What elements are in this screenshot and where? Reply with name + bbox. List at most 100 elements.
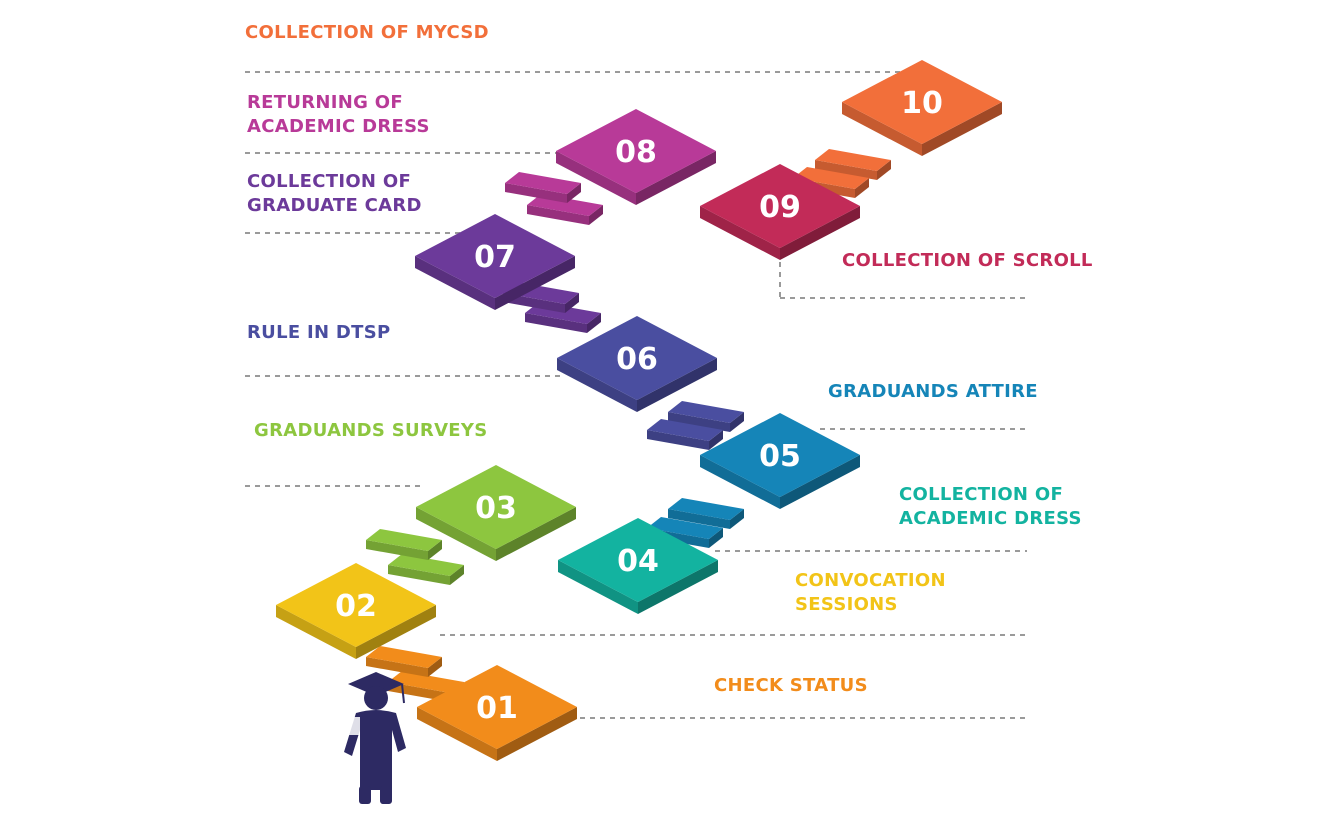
step-07-tile: 07	[415, 214, 575, 310]
step-06-tile-side-right	[637, 358, 717, 412]
connector-step-side-right	[877, 160, 891, 180]
connector-step-side-right	[730, 412, 744, 432]
connector-step	[647, 419, 723, 450]
connector-step-side-left	[366, 657, 428, 677]
step-01-number: 01	[476, 691, 518, 726]
connector-step-top	[668, 498, 744, 520]
step-06-tile-top	[557, 316, 717, 400]
connector-step-side-right	[709, 430, 723, 450]
connector-step-side-right	[587, 313, 601, 333]
step-08-label-line2: ACADEMIC DRESS	[247, 116, 430, 137]
step-04-tile-top	[558, 518, 718, 602]
step-06-label-line1: RULE IN DTSP	[247, 322, 391, 343]
step-07-number: 07	[474, 240, 516, 275]
connector-step-side-right	[567, 183, 581, 203]
connector-step-top	[647, 419, 723, 441]
step-08-tile-side-left	[556, 151, 636, 205]
step-04-tile-side-right	[638, 560, 718, 614]
connector-step-side-right	[450, 565, 464, 585]
step-09-number: 09	[759, 190, 801, 225]
step-08-number: 08	[615, 135, 657, 170]
step-08-label: RETURNING OF ACADEMIC DRESS	[247, 91, 430, 139]
step-07-label: COLLECTION OF GRADUATE CARD	[247, 170, 422, 218]
step-09-tile-side-right	[780, 206, 860, 260]
step-02-tile: 02	[276, 563, 436, 659]
step-05-number: 05	[759, 439, 801, 474]
guide-lines	[245, 71, 1027, 719]
step-07-tile-side-left	[415, 256, 495, 310]
step-06-number: 06	[616, 342, 658, 377]
connector-step-side-left	[527, 205, 589, 225]
step-10-number: 10	[901, 86, 943, 121]
connector-step	[668, 401, 744, 432]
step-05-tile-top	[700, 413, 860, 497]
connector-step-side-right	[709, 528, 723, 548]
step-09-tile-side-left	[700, 206, 780, 260]
connector-step-top	[815, 149, 891, 171]
connector-step-side-right	[855, 178, 869, 198]
step-07-tile-top	[415, 214, 575, 298]
connector-step-top	[366, 529, 442, 551]
step-07-label-line2: GRADUATE CARD	[247, 195, 422, 216]
connector-step-top	[388, 671, 464, 693]
connector-step-side-left	[388, 682, 450, 702]
step-10-label-line1: COLLECTION OF MYCSD	[245, 22, 489, 43]
diploma-icon	[346, 717, 360, 735]
step-02-number: 02	[335, 589, 377, 624]
step-06-tile: 06	[557, 316, 717, 412]
connector-step-side-left	[815, 160, 877, 180]
connector-step	[366, 529, 442, 560]
step-05-label-line1: GRADUANDS ATTIRE	[828, 381, 1038, 402]
connector-step-top	[505, 172, 581, 194]
step-04-number: 04	[617, 544, 659, 579]
step-06-tile-side-left	[557, 358, 637, 412]
leg-icon	[380, 786, 392, 804]
step-03-tile-side-right	[496, 507, 576, 561]
step-05-label: GRADUANDS ATTIRE	[828, 380, 1038, 404]
step-01-tile-side-left	[417, 707, 497, 761]
step-07-tile-side-right	[495, 256, 575, 310]
step-01-tile-top	[417, 665, 577, 749]
connector-step-side-right	[589, 205, 603, 225]
connector-step-top	[793, 167, 869, 189]
connector-step	[366, 646, 442, 677]
step-02-tile-side-left	[276, 605, 356, 659]
step-01-tile-side-right	[497, 707, 577, 761]
step-10-tile-side-right	[922, 102, 1002, 156]
connector-step-top	[668, 401, 744, 423]
step-02-tile-top	[276, 563, 436, 647]
mortarboard-icon	[348, 672, 404, 696]
step-04-label-line2: ACADEMIC DRESS	[899, 508, 1082, 529]
step-05-tile: 05	[700, 413, 860, 509]
connector-step	[527, 194, 603, 225]
step-02-tile-side-right	[356, 605, 436, 659]
connector-step-top	[366, 646, 442, 668]
connector-step	[668, 498, 744, 529]
step-01-label-line1: CHECK STATUS	[714, 675, 868, 696]
connector-step-side-right	[428, 657, 442, 677]
step-09-label-line1: COLLECTION OF SCROLL	[842, 250, 1093, 271]
connector-step	[388, 554, 464, 585]
connector-step-top	[527, 194, 603, 216]
connector-step-side-right	[565, 293, 579, 313]
step-02-label: CONVOCATION SESSIONS	[795, 569, 946, 617]
head-icon	[364, 686, 388, 710]
leg-icon	[359, 786, 371, 804]
step-04-tile-side-left	[558, 560, 638, 614]
connector-step-side-right	[428, 540, 442, 560]
step-03-tile-side-left	[416, 507, 496, 561]
step-06-label: RULE IN DTSP	[247, 321, 391, 345]
connector-step	[815, 149, 891, 180]
connector-step-side-left	[647, 430, 709, 450]
step-03-tile-top	[416, 465, 576, 549]
step-09-tile: 09	[700, 164, 860, 260]
step-07-label-line1: COLLECTION OF	[247, 171, 412, 192]
step-01-tile: 01	[417, 665, 577, 761]
connector-step-side-left	[366, 540, 428, 560]
step-03-label-line1: GRADUANDS SURVEYS	[254, 420, 488, 441]
step-08-label-line1: RETURNING OF	[247, 92, 403, 113]
step-02-label-line2: SESSIONS	[795, 594, 898, 615]
